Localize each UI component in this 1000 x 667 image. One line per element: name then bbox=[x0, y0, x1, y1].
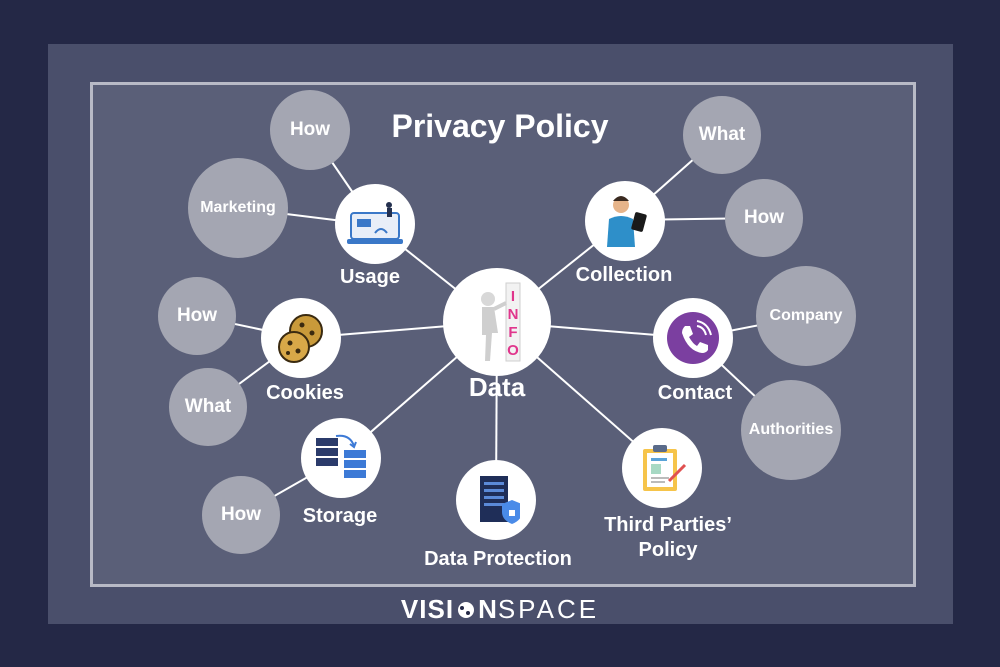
third-parties-label-line2: Policy bbox=[604, 538, 732, 563]
usage-label: Usage bbox=[340, 266, 400, 289]
bubble-label: What bbox=[699, 124, 745, 146]
storage-node[interactable] bbox=[301, 418, 381, 498]
phone-call-icon bbox=[665, 310, 721, 366]
collection-how-bubble[interactable]: How bbox=[725, 179, 803, 257]
brand-logo: VISI NSPACE bbox=[0, 594, 1000, 625]
cookies-what-bubble[interactable]: What bbox=[169, 368, 247, 446]
cookies-node[interactable] bbox=[261, 298, 341, 378]
contact-authorities-bubble[interactable]: Authorities bbox=[741, 380, 841, 480]
data-center-label: Data bbox=[469, 372, 525, 403]
storage-label: Storage bbox=[303, 505, 377, 528]
contact-label: Contact bbox=[658, 382, 732, 405]
third-parties-node[interactable] bbox=[622, 428, 702, 508]
svg-text:N: N bbox=[508, 306, 519, 323]
collection-what-bubble[interactable]: What bbox=[683, 96, 761, 174]
person-tablet-icon bbox=[597, 193, 653, 249]
bubble-label: How bbox=[290, 119, 330, 141]
brand-globe-icon bbox=[456, 600, 476, 620]
svg-text:O: O bbox=[507, 342, 519, 359]
svg-text:I: I bbox=[511, 288, 515, 305]
page-title: Privacy Policy bbox=[330, 108, 670, 145]
brand-text-part2: N bbox=[478, 594, 498, 624]
cookies-how-bubble[interactable]: How bbox=[158, 277, 236, 355]
usage-marketing-bubble[interactable]: Marketing bbox=[188, 158, 288, 258]
server-shield-icon bbox=[472, 472, 520, 528]
info-figure-icon: I N F O bbox=[452, 277, 542, 367]
collection-label: Collection bbox=[576, 264, 673, 287]
clipboard-policy-icon bbox=[635, 441, 689, 495]
bubble-label: Marketing bbox=[200, 199, 276, 217]
bubble-label: Authorities bbox=[749, 421, 833, 439]
third-parties-label-line1: Third Parties’ bbox=[604, 513, 732, 538]
bubble-label: Company bbox=[770, 307, 843, 325]
data-center-node[interactable]: I N F O bbox=[443, 268, 551, 376]
bubble-label: How bbox=[221, 504, 261, 526]
usage-node[interactable] bbox=[335, 184, 415, 264]
collection-node[interactable] bbox=[585, 181, 665, 261]
svg-text:F: F bbox=[508, 324, 517, 341]
storage-how-bubble[interactable]: How bbox=[202, 476, 280, 554]
contact-node[interactable] bbox=[653, 298, 733, 378]
cookies-label: Cookies bbox=[266, 382, 344, 405]
usage-how-bubble[interactable]: How bbox=[270, 90, 350, 170]
brand-text-part3: SPACE bbox=[498, 594, 599, 624]
brand-text-part1: VISI bbox=[401, 594, 454, 624]
bubble-label: How bbox=[744, 207, 784, 229]
bubble-label: How bbox=[177, 305, 217, 327]
cookie-icon bbox=[274, 311, 328, 365]
contact-company-bubble[interactable]: Company bbox=[756, 266, 856, 366]
data-protection-label: Data Protection bbox=[424, 548, 572, 571]
bubble-label: What bbox=[185, 396, 231, 418]
data-protection-node[interactable] bbox=[456, 460, 536, 540]
laptop-wifi-icon bbox=[345, 199, 405, 249]
third-parties-label: Third Parties’ Policy bbox=[604, 513, 732, 563]
database-transfer-icon bbox=[312, 432, 370, 484]
